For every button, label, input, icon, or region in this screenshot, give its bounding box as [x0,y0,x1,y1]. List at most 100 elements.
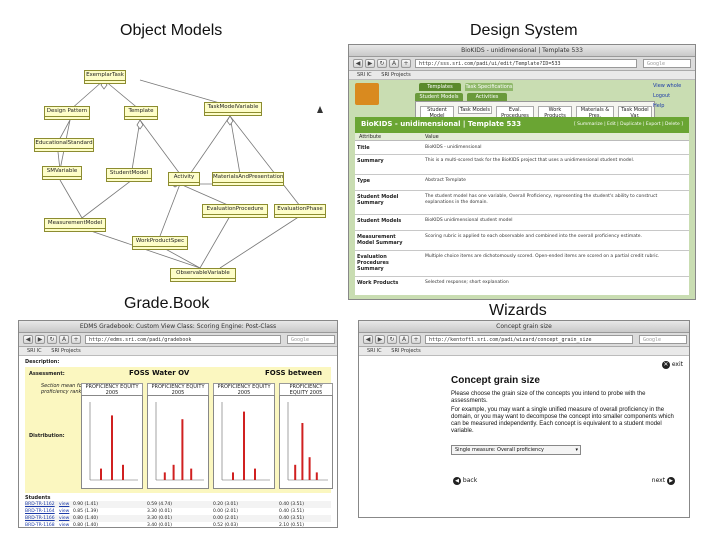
wizard-back-button[interactable]: ◀ back [453,477,477,485]
bookmark-sri-ic[interactable]: SRI IC [27,348,42,354]
design-search-field[interactable]: Google [643,59,691,68]
student-view-link[interactable]: view [59,509,70,514]
score-cell: 0.90 (1.41) [73,502,98,507]
gradebook-window: EDMS Gradebook: Custom View Class: Scori… [18,320,338,528]
row-value: BioKIDS unidimensional student model [425,218,513,223]
student-id-link[interactable]: BRD-TR-1168 [25,523,55,528]
link-view-whole[interactable]: View whole [653,83,682,89]
design-url-field[interactable]: http://sss.sri.com/padi/ui/edit/Template… [415,59,637,68]
row-value: Selected response; short explanation [425,280,509,285]
forward-arrow-icon[interactable]: ▶ [35,335,45,344]
wizards-title: Wizards [489,302,547,319]
wizard-paragraph-1: Please choose the grain size of the conc… [451,391,646,404]
distribution-bar [301,423,304,480]
gradebook-url-field[interactable]: http://edms.sri.com/padi/gradebook [85,335,281,344]
back-arrow-icon[interactable]: ◀ [23,335,33,344]
bookmark-sri-projects[interactable]: SRI Projects [391,348,421,354]
forward-arrow-icon[interactable]: ▶ [365,59,375,68]
table-row: Work Products Selected response; short e… [355,277,689,293]
row-value: This is a multi-scored task for the BioK… [425,158,635,163]
link-logout[interactable]: Logout [653,93,671,99]
uml-class-measurement-model: MeasurementModel [44,218,106,232]
score-cell: 0.20 (3.01) [213,502,238,507]
distribution-bar [294,464,297,480]
student-view-link[interactable]: view [59,516,70,521]
row-label: Evaluation Procedures Summary [357,254,389,272]
label-assessment: Assessment: [29,371,65,377]
tab-templates[interactable]: Templates [419,83,461,91]
back-label: back [462,477,478,484]
add-icon[interactable]: + [411,335,421,344]
uml-class-evaluation-phase: EvaluationPhase [274,204,326,218]
student-view-link[interactable]: view [59,502,70,507]
row-label: Summary [357,158,384,164]
reload-icon[interactable]: ↻ [387,335,397,344]
reload-icon[interactable]: ↻ [377,59,387,68]
subtab-student-models[interactable]: Student Models [415,93,463,101]
back-arrow-icon[interactable]: ◀ [353,59,363,68]
tab-task-specifications[interactable]: Task Specifications [465,83,513,91]
bookmark-sri-projects[interactable]: SRI Projects [51,348,81,354]
table-row: Student Models BioKIDS unidimensional st… [355,215,689,231]
table-row: Type Abstract Template [355,175,689,191]
row-label: Title [357,145,370,151]
assessment-title-2: FOSS between [265,369,322,377]
button-task-models[interactable]: Task Models [458,106,492,114]
wizard-window-titlebar: Concept grain size [359,321,689,333]
font-size-icon[interactable]: A [389,59,399,68]
wizard-exit-button[interactable]: ✕ exit [661,361,683,369]
forward-arrow-icon[interactable]: ▶ [375,335,385,344]
design-system-window: BioKIDS - unidimensional | Template 533 … [348,44,696,300]
gradebook-window-titlebar: EDMS Gradebook: Custom View Class: Scori… [19,321,337,333]
wizard-next-button[interactable]: next ▶ [652,477,675,485]
distribution-bar [190,468,193,480]
distribution-bar [243,411,245,480]
bookmark-sri-ic[interactable]: SRI IC [367,348,382,354]
font-size-icon[interactable]: A [399,335,409,344]
wizard-search-field[interactable]: Google [639,335,687,344]
table-row: Student Model Summary The student model … [355,191,689,215]
back-arrow-icon[interactable]: ◀ [363,335,373,344]
design-button-row: Student Model Task Models Eval. Procedur… [415,101,655,120]
subtab-activities[interactable]: Activities [467,93,507,101]
design-side-links: View whole Logout Help [653,83,689,109]
distribution-chart-1 [81,395,143,489]
link-help[interactable]: Help [653,103,665,109]
bookmark-sri-ic[interactable]: SRI IC [357,72,372,78]
label-students: Students [25,495,51,501]
back-arrow-icon: ◀ [453,477,461,485]
score-cell: 3.30 (0.01) [147,516,172,521]
score-cell: 0.00 (2.01) [213,509,238,514]
add-icon[interactable]: + [71,335,81,344]
section-mean-label: Section mean for [41,383,84,389]
add-icon[interactable]: + [401,59,411,68]
bookmark-sri-projects[interactable]: SRI Projects [381,72,411,78]
distribution-bar [315,472,318,480]
uml-class-task-model-variable: TaskModelVariable [204,102,262,116]
label-distribution: Distribution: [29,433,65,439]
uml-class-educational-standard: EducationalStandard [34,138,94,152]
grain-size-select[interactable]: Single measure: Overall proficiency ▾ [451,445,581,455]
reload-icon[interactable]: ↻ [47,335,57,344]
gradebook-toolbar: ◀ ▶ ↻ A + http://edms.sri.com/padi/grade… [19,333,337,347]
design-table-header: Attribute Value [355,133,689,141]
gradebook-search-field[interactable]: Google [287,335,335,344]
distribution-bar [232,472,234,480]
uml-class-sm-variable: SMVariable [42,166,82,180]
font-size-icon[interactable]: A [59,335,69,344]
student-id-link[interactable]: BRD-TR-1166 [25,516,55,521]
student-id-link[interactable]: BRD-TR-1164 [25,509,55,514]
distribution-bar [122,464,124,480]
student-id-link[interactable]: BRD-TR-1162 [25,502,55,507]
student-view-link[interactable]: view [59,523,70,528]
row-value: BioKIDS - unidimensional [425,145,482,150]
design-header-links[interactable]: [ Summarize | Edit | Duplicate | Export … [573,122,683,127]
score-cell: 0.80 (1.40) [73,516,98,521]
design-window-titlebar: BioKIDS - unidimensional | Template 533 [349,45,695,57]
wizard-url-field[interactable]: http://kentoftl.sri.com/padi/wizard/conc… [425,335,633,344]
wizard-bookmarks-bar: SRI IC SRI Projects [359,347,689,356]
row-label: Student Models [357,218,402,224]
